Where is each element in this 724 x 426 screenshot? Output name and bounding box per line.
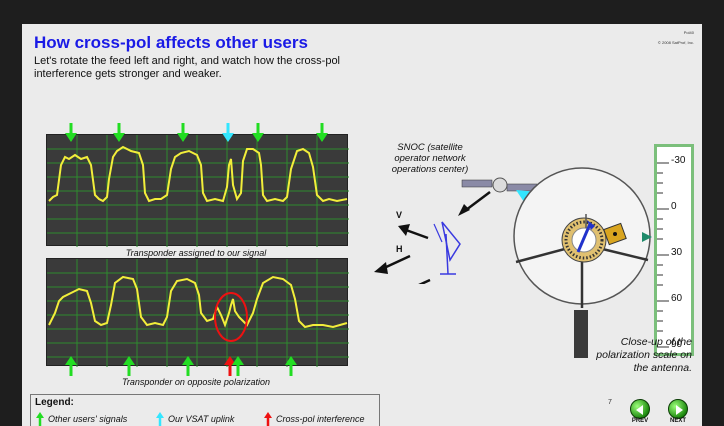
next-label: NEXT xyxy=(669,418,686,424)
red-arrow-icon xyxy=(264,412,272,426)
copyright-notice: © 2008 SatProf, Inc. xyxy=(657,40,694,45)
signal-markers-bottom xyxy=(65,356,297,376)
green-arrow-icon xyxy=(316,123,328,142)
horizontal-pol-arrow-icon xyxy=(418,278,431,284)
cyan-arrow-icon xyxy=(156,412,164,426)
scale-pointer-icon xyxy=(642,232,652,242)
polarization-scale-ring xyxy=(564,220,604,260)
green-arrow-icon xyxy=(65,356,77,376)
legend-label: Other users' signals xyxy=(48,414,128,424)
green-arrow-icon xyxy=(182,356,194,376)
spectrum-display-bottom xyxy=(46,258,349,367)
green-arrow-icon xyxy=(232,356,244,376)
legend-label: Cross-pol interference xyxy=(276,414,365,424)
spectrum-trace-bottom xyxy=(47,259,349,367)
green-arrow-icon xyxy=(252,123,264,142)
slide-title: How cross-pol affects other users xyxy=(34,33,308,52)
snoc-antenna-icon xyxy=(433,221,461,275)
pol-h-label: H xyxy=(396,244,403,254)
vertical-pol-arrow-icon xyxy=(398,224,429,240)
downlink-arrow-icon xyxy=(458,191,491,216)
closeup-caption: Close-up of the polarization scale on th… xyxy=(596,336,692,374)
h-arrow-graphic xyxy=(374,254,411,274)
chevron-left-icon xyxy=(636,405,643,415)
green-arrow-icon xyxy=(65,123,77,142)
prev-button[interactable]: PREV xyxy=(626,399,654,426)
prev-label: PREV xyxy=(631,418,649,424)
page-number: 7 xyxy=(608,399,612,406)
polarization-needle xyxy=(576,223,592,253)
slide-canvas: How cross-pol affects other users Let's … xyxy=(22,24,702,426)
scale-tick-label: 30 xyxy=(671,247,683,258)
slide-subtitle: Let's rotate the feed left and right, an… xyxy=(34,55,341,80)
polarization-scale: -30 0 30 60 90 xyxy=(654,144,694,356)
legend-title: Legend: xyxy=(35,397,74,408)
snoc-label: SNOC (satellite operator network operati… xyxy=(391,142,469,175)
legend-label: Our VSAT uplink xyxy=(168,414,235,424)
snoc-diagram xyxy=(398,177,538,284)
green-arrow-icon xyxy=(177,123,189,142)
green-arrow-icon xyxy=(113,123,125,142)
pol-v-label: V xyxy=(396,210,403,220)
red-arrow-icon xyxy=(224,356,236,376)
bottom-scope-caption: Transponder on opposite polarization xyxy=(122,377,270,387)
scale-tick-label: -30 xyxy=(671,155,686,166)
green-arrow-icon xyxy=(36,412,44,426)
signal-markers-top xyxy=(65,123,328,142)
spectrum-trace-top xyxy=(47,135,349,247)
scale-tick-label: 0 xyxy=(671,201,677,212)
green-arrow-icon xyxy=(123,356,135,376)
green-arrow-icon xyxy=(285,356,297,376)
mount-pole xyxy=(574,310,588,358)
legend-item-other-users: Other users' signals xyxy=(35,412,127,426)
legend: Legend: Other users' signals Our VSAT up… xyxy=(30,394,380,426)
scale-tick-label: 90 xyxy=(671,339,683,350)
chevron-right-icon xyxy=(676,405,683,415)
satellite-icon xyxy=(461,177,538,193)
cyan-arrow-icon xyxy=(222,123,234,142)
legend-item-crosspol: Cross-pol interference xyxy=(263,412,365,426)
next-button[interactable]: NEXT xyxy=(664,399,692,426)
spectrum-display-top xyxy=(46,134,349,247)
slide-id: Pol40 xyxy=(683,30,694,35)
top-scope-caption: Transponder assigned to our signal xyxy=(125,248,267,258)
legend-item-vsat-uplink: Our VSAT uplink xyxy=(155,412,234,426)
scale-tick-label: 60 xyxy=(671,293,683,304)
antenna-closeup xyxy=(513,167,651,358)
interference-highlight-circle xyxy=(214,292,248,342)
